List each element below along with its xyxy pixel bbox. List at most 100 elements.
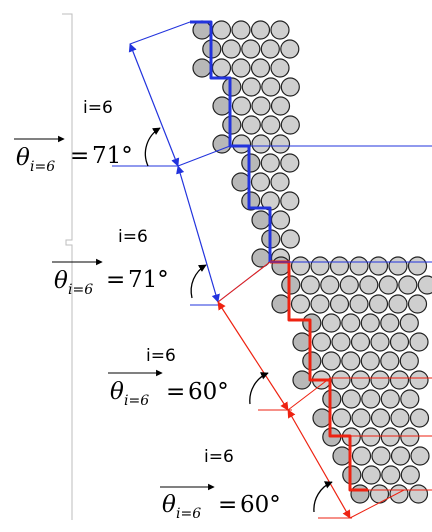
particle-packing-upper — [192, 20, 300, 268]
particle — [407, 256, 428, 276]
particle — [360, 351, 380, 371]
segment-4-index-label: i=6 — [204, 447, 234, 467]
particle-packing-lower — [271, 256, 432, 504]
particle — [310, 294, 330, 314]
segment-4-theta-symbol: θ — [162, 492, 176, 518]
segment-2-theta-symbol: θ — [54, 268, 68, 294]
segment-1-theta-symbol: θ — [16, 145, 30, 171]
particle — [222, 115, 242, 135]
particle — [310, 256, 330, 276]
particle — [251, 134, 271, 154]
blue-dimension-line-1 — [128, 43, 180, 167]
particle — [339, 275, 359, 295]
particle — [400, 465, 420, 485]
particle — [359, 275, 379, 295]
particle — [221, 39, 241, 59]
particle — [390, 408, 410, 428]
particle — [410, 446, 430, 466]
segment-4-angle-value: 60° — [240, 492, 281, 518]
angle-arc-4 — [313, 481, 333, 513]
particle — [260, 153, 280, 173]
particle — [231, 20, 251, 40]
particle — [409, 408, 430, 428]
particle — [332, 446, 352, 466]
segment-2-equals: = — [106, 267, 125, 293]
red-extension-1 — [217, 261, 271, 303]
segment-1-index-label: i=6 — [83, 98, 113, 118]
particle — [400, 389, 420, 409]
particle — [378, 275, 398, 295]
segment-3-theta-symbol: θ — [110, 379, 124, 405]
segment-1-subscript: i=6 — [30, 159, 55, 175]
segment-3-subscript: i=6 — [124, 393, 149, 409]
segment-2-subscript: i=6 — [68, 282, 93, 298]
particle — [370, 332, 390, 352]
particle — [417, 275, 432, 295]
particle — [331, 332, 351, 352]
particle — [290, 256, 311, 276]
particle — [320, 275, 340, 295]
particle — [380, 389, 400, 409]
segment-2-index-label: i=6 — [118, 227, 148, 247]
particle — [388, 294, 408, 314]
particle — [260, 39, 280, 59]
particle — [360, 313, 380, 333]
particle — [292, 370, 312, 390]
particle — [192, 58, 212, 78]
particle — [280, 77, 300, 97]
particle — [399, 313, 419, 333]
particle — [341, 389, 361, 409]
particle — [241, 191, 261, 211]
particle — [250, 58, 271, 78]
particle — [271, 256, 291, 276]
particle — [231, 134, 252, 154]
particle — [380, 313, 400, 333]
particle — [280, 39, 300, 59]
particle — [398, 275, 418, 295]
particle — [270, 20, 290, 40]
particle — [250, 20, 271, 40]
particle — [371, 446, 391, 466]
segment-4-equals: = — [218, 492, 237, 518]
particle — [369, 484, 390, 504]
particle — [350, 484, 370, 504]
particle — [350, 332, 371, 352]
particle — [321, 351, 341, 371]
red-extension-2 — [287, 377, 331, 411]
particle — [380, 351, 400, 371]
particle — [361, 427, 381, 447]
segment-3-equals: = — [166, 379, 185, 405]
particle — [409, 332, 429, 352]
particle — [280, 153, 300, 173]
segment-4-subscript: i=6 — [176, 506, 201, 522]
particle — [321, 313, 341, 333]
particle — [302, 313, 322, 333]
particle — [342, 465, 362, 485]
particle — [241, 77, 261, 97]
particle — [341, 351, 361, 371]
particle — [211, 58, 232, 78]
particle — [400, 427, 420, 447]
particle — [380, 427, 400, 447]
particle — [280, 191, 300, 211]
particle — [389, 332, 410, 352]
particle — [407, 294, 428, 314]
particle — [329, 256, 350, 276]
particle — [390, 446, 411, 466]
particle — [351, 446, 372, 466]
segment-2-angle-label: θ i=6 = 71° — [52, 258, 169, 298]
particle — [388, 256, 408, 276]
segment-1-angle-value: 71° — [92, 143, 133, 169]
blue-extension-top — [129, 21, 191, 45]
particle — [231, 96, 252, 116]
particle — [212, 134, 232, 154]
particle — [271, 294, 291, 314]
particle — [270, 134, 291, 154]
particle — [341, 313, 361, 333]
particle — [311, 332, 332, 352]
particle — [241, 115, 261, 135]
particle — [241, 39, 261, 59]
segment-3-angle-value: 60° — [188, 379, 229, 405]
blue-extension-mid — [177, 145, 231, 167]
